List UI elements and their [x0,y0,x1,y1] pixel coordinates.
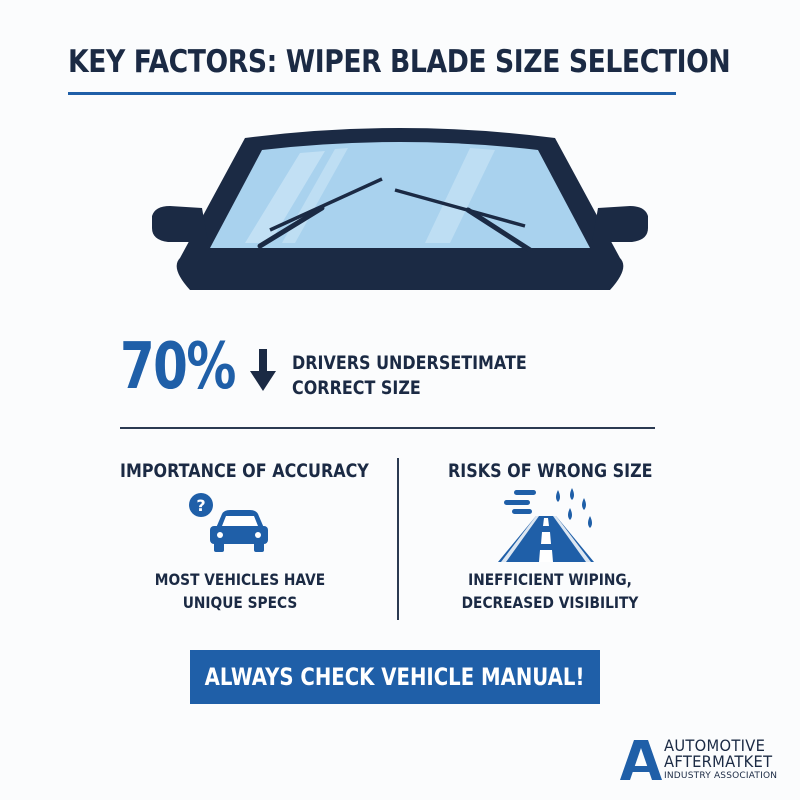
stat-line-1: DRIVERS UNDERSETIMATE [292,352,527,374]
page-title: KEY FACTORS: WIPER BLADE SIZE SELECTION [68,44,731,80]
stat-percentage: 70% [120,330,236,404]
car-windshield-illustration [152,128,648,290]
risks-heading: RISKS OF WRONG SIZE [448,460,653,482]
arrow-down-icon [250,349,276,391]
importance-line-2: UNIQUE SPECS [182,593,298,612]
logo-line-2: AFTERMATKET [664,752,773,771]
check-manual-label: ALWAYS CHECK VEHICLE MANUAL! [205,663,585,691]
vertical-divider [397,458,399,620]
title-underline [68,92,676,95]
association-logo-text: AUTOMOTIVE AFTERMATKET INDUSTRY ASSOCIAT… [664,738,782,782]
association-logo-icon [620,740,662,780]
risks-line-1: INEFFICIENT WIPING, [468,570,632,589]
stat-description: DRIVERS UNDERSETIMATE CORRECT SIZE [292,351,527,401]
logo-line-3: INDUSTRY ASSOCIATION [664,771,778,781]
importance-description: MOST VEHICLES HAVE UNIQUE SPECS [110,568,370,614]
risks-description: INEFFICIENT WIPING, DECREASED VISIBILITY [420,568,680,614]
importance-heading: IMPORTANCE OF ACCURACY [120,460,369,482]
stat-line-2: CORRECT SIZE [292,377,421,399]
car-question-icon: ? [189,493,268,552]
horizontal-divider [120,427,655,429]
svg-text:?: ? [196,496,205,515]
importance-line-1: MOST VEHICLES HAVE [154,570,326,589]
rainy-road-icon [498,488,594,562]
risks-line-2: DECREASED VISIBILITY [461,593,639,612]
check-manual-banner: ALWAYS CHECK VEHICLE MANUAL! [190,650,600,704]
logo-line-1: AUTOMOTIVE [664,736,766,755]
